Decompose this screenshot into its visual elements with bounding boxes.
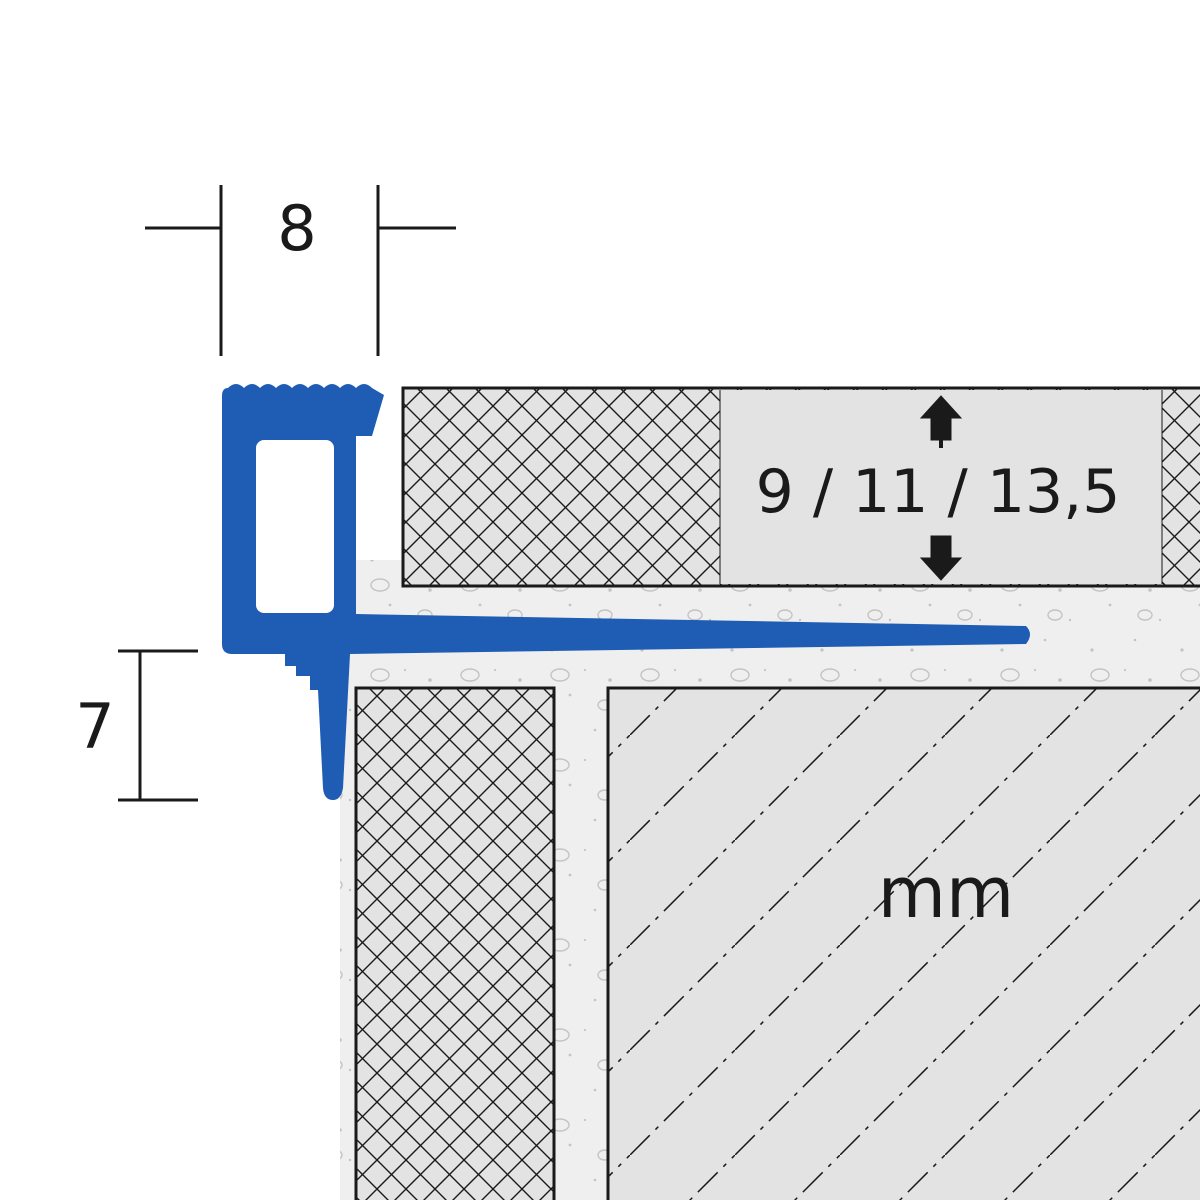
wall-tile — [354, 686, 556, 1200]
edge-profile — [222, 384, 1030, 800]
substrate-block — [606, 686, 1200, 1200]
tile-thickness-arrows — [919, 395, 963, 581]
dimension-height-7 — [118, 649, 198, 802]
unit-label: mm — [878, 852, 1014, 934]
edge-profile-hollow — [256, 440, 334, 613]
leg-height-label: 7 — [75, 690, 114, 763]
arrow-down-icon — [919, 535, 963, 581]
tile-thickness-label: 9 / 11 / 13,5 — [756, 457, 1121, 527]
dimension-width-8 — [145, 185, 456, 356]
profile-width-label: 8 — [277, 192, 316, 265]
arrow-up-icon — [919, 395, 963, 441]
edge-profile-shape — [222, 384, 1030, 800]
